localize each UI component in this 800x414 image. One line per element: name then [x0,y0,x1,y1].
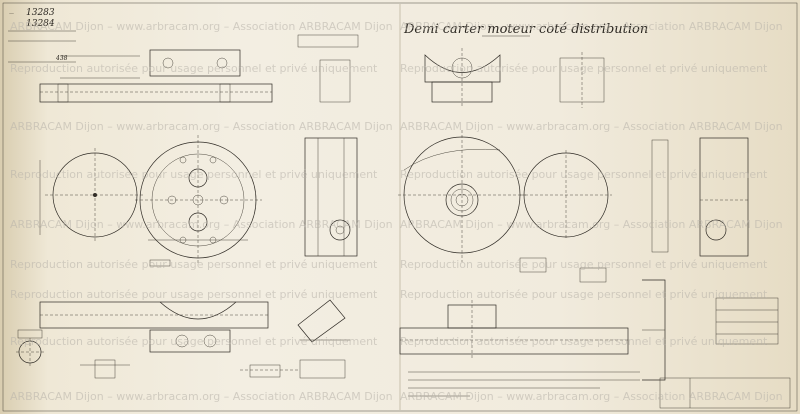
svg-text:Reproduction autorisée pour us: Reproduction autorisée pour usage person… [400,335,768,348]
small-detail-lower-left [16,329,130,379]
side-view-right [651,137,749,257]
drawing-number: 438 [55,55,68,62]
svg-text:Reproduction autorisée pour us: Reproduction autorisée pour usage person… [10,62,378,75]
svg-text:Reproduction autorisée pour us: Reproduction autorisée pour usage person… [400,288,768,301]
svg-text:—: — [9,11,14,17]
svg-text:Reproduction autorisée pour us: Reproduction autorisée pour usage person… [10,335,378,348]
notes-block-right [408,371,791,409]
main-crankcase-view-left [135,135,262,267]
main-crankcase-view-right [398,130,612,262]
section-view-vertical [297,34,359,257]
svg-text:ARBRACAM Dijon – www.arbracam.: ARBRACAM Dijon – www.arbracam.org – Asso… [400,218,783,231]
top-profile-view-right [424,48,605,108]
svg-text:ARBRACAM Dijon – www.arbracam.: ARBRACAM Dijon – www.arbracam.org – Asso… [10,20,393,33]
svg-text:Reproduction autorisée pour us: Reproduction autorisée pour usage person… [400,168,768,181]
drawing-title: Demi carter moteur coté distribution [403,22,648,37]
svg-text:Reproduction autorisée pour us: Reproduction autorisée pour usage person… [400,258,768,271]
svg-text:ARBRACAM Dijon – www.arbracam.: ARBRACAM Dijon – www.arbracam.org – Asso… [10,218,393,231]
top-profile-view-left [39,49,273,103]
svg-text:Reproduction autorisée pour us: Reproduction autorisée pour usage person… [10,168,378,181]
left-circle-view [39,148,145,242]
svg-text:Reproduction autorisée pour us: Reproduction autorisée pour usage person… [10,288,378,301]
svg-text:ARBRACAM Dijon – www.arbracam.: ARBRACAM Dijon – www.arbracam.org – Asso… [10,120,393,133]
svg-text:ARBRACAM Dijon – www.arbracam.: ARBRACAM Dijon – www.arbracam.org – Asso… [400,20,783,33]
oblique-detail [240,299,350,379]
bottom-profile-view-right [399,257,629,358]
watermark: ARBRACAM Dijon – www.arbracam.org – Asso… [10,20,783,403]
svg-text:Reproduction autorisée pour us: Reproduction autorisée pour usage person… [10,258,378,271]
ref-number-1: 13283 [26,8,55,18]
svg-text:ARBRACAM Dijon – www.arbracam.: ARBRACAM Dijon – www.arbracam.org – Asso… [10,390,393,403]
svg-text:Reproduction autorisée pour us: Reproduction autorisée pour usage person… [400,62,768,75]
ref-number-2: 13284 [26,19,55,29]
bottom-profile-view-left [39,301,269,353]
profile-detail-right [642,279,779,381]
svg-text:ARBRACAM Dijon – www.arbracam.: ARBRACAM Dijon – www.arbracam.org – Asso… [400,390,783,403]
title-block: — 13283 13284 438 [8,8,76,63]
svg-text:ARBRACAM Dijon – www.arbracam.: ARBRACAM Dijon – www.arbracam.org – Asso… [400,120,783,133]
